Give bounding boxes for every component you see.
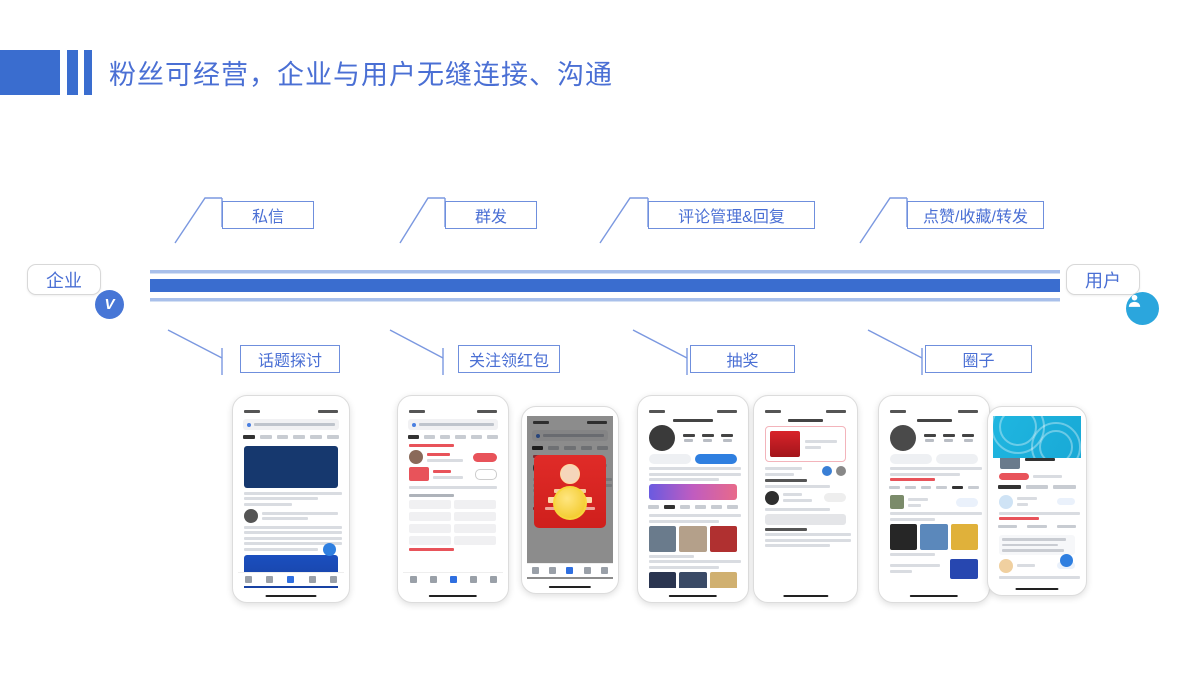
phone-screen — [238, 405, 344, 588]
winner-row[interactable] — [765, 490, 846, 505]
nav-tabs[interactable] — [527, 444, 613, 453]
phone-screen — [993, 416, 1081, 581]
compose-fab[interactable] — [1060, 554, 1073, 567]
content-tabs[interactable] — [643, 503, 743, 512]
phone-profile-video-screen[interactable] — [878, 395, 990, 603]
status-bar — [884, 405, 984, 416]
result-author[interactable] — [244, 508, 338, 523]
profile-header[interactable] — [890, 425, 978, 451]
page-title-text: 粉丝可经营，企业与用户无缝连接、沟通 — [109, 60, 613, 90]
phone-screen — [403, 405, 503, 588]
highlight-card[interactable] — [244, 445, 338, 488]
bottom-toolbar[interactable] — [238, 572, 344, 586]
tag-comment-management[interactable]: 评论管理&回复 — [648, 201, 815, 229]
author-row[interactable] — [890, 495, 978, 509]
phone-brand-search-screen[interactable] — [397, 395, 509, 603]
status-bar — [403, 405, 503, 416]
tag-like-favorite-share[interactable]: 点赞/收藏/转发 — [907, 201, 1044, 229]
media-thumbnails[interactable] — [890, 523, 978, 550]
search-input[interactable] — [243, 419, 339, 430]
account-result[interactable] — [409, 450, 497, 464]
media-thumbnails[interactable] — [649, 525, 737, 552]
compose-fab[interactable] — [323, 543, 336, 556]
comment-block[interactable] — [999, 535, 1075, 555]
promo-banner[interactable] — [649, 484, 737, 500]
status-bar — [759, 405, 852, 416]
tag-circle[interactable]: 圈子 — [925, 345, 1032, 373]
tag-follow-red-packet[interactable]: 关注领红包 — [458, 345, 560, 373]
phone-search-results-screen[interactable] — [232, 395, 350, 603]
search-input[interactable] — [532, 430, 608, 441]
participants-row — [765, 466, 846, 476]
home-indicator — [782, 594, 829, 597]
circle-banner — [993, 416, 1081, 458]
tag-label: 话题探讨 — [257, 353, 322, 370]
status-bar — [238, 405, 344, 416]
tag-label: 评论管理&回复 — [678, 209, 785, 226]
search-input[interactable] — [408, 419, 498, 430]
title-accent-bar-2 — [84, 50, 92, 95]
prize-card[interactable] — [765, 426, 846, 462]
status-bar — [527, 416, 613, 427]
channel-bar — [150, 270, 1060, 302]
suggestion-grid[interactable] — [409, 500, 497, 545]
join-button[interactable] — [765, 513, 846, 525]
person-glyph — [1128, 294, 1141, 307]
home-indicator — [428, 594, 478, 597]
bottom-toolbar[interactable] — [403, 572, 503, 586]
tag-label: 抽奖 — [726, 353, 759, 370]
red-packet-modal[interactable] — [533, 455, 607, 529]
profile-actions[interactable] — [890, 454, 978, 464]
tag-label: 点赞/收藏/转发 — [923, 209, 1028, 226]
phone-red-packet-screen[interactable] — [521, 406, 619, 594]
endpoint-enterprise[interactable]: 企业 — [27, 264, 101, 295]
endpoint-label: 用户 — [1085, 270, 1121, 291]
diagram-connectors — [150, 197, 1060, 375]
profile-header[interactable] — [649, 425, 737, 451]
post-row[interactable] — [999, 494, 1075, 509]
phone-screen — [759, 405, 852, 588]
post-row[interactable] — [890, 558, 978, 579]
verified-badge-label: V — [104, 296, 115, 313]
tag-label: 关注领红包 — [468, 353, 549, 370]
tag-direct-message[interactable]: 私信 — [222, 201, 314, 229]
account-result[interactable] — [409, 467, 497, 481]
connection-diagram: 私信 群发 评论管理&回复 点赞/收藏/转发 话题探讨 关注领红包 抽奖 圈子 … — [27, 197, 1159, 375]
tag-label: 私信 — [251, 209, 284, 226]
phone-screen — [643, 405, 743, 588]
phone-lottery-detail-screen[interactable] — [753, 395, 858, 603]
phone-profile-feed-screen[interactable] — [637, 395, 749, 603]
content-tabs[interactable] — [884, 484, 984, 493]
endpoint-label: 企业 — [46, 270, 82, 291]
nav-tabs[interactable] — [403, 433, 503, 442]
bottom-toolbar[interactable] — [527, 563, 613, 577]
endpoint-user[interactable]: 用户 — [1066, 264, 1140, 295]
home-indicator — [548, 585, 592, 588]
tag-label: 群发 — [474, 209, 507, 226]
page-title: 粉丝可经营，企业与用户无缝连接、沟通 — [0, 50, 613, 95]
title-accent-bar-1 — [67, 50, 78, 95]
status-bar — [643, 405, 743, 416]
title-accent-block — [0, 50, 60, 95]
circle-tabs[interactable] — [993, 483, 1081, 492]
tag-label: 圈子 — [962, 353, 995, 370]
home-indicator — [1015, 587, 1059, 590]
phone-mockup-row — [0, 392, 1200, 617]
phone-screen — [884, 405, 984, 588]
tag-mass-send[interactable]: 群发 — [445, 201, 537, 229]
home-indicator — [668, 594, 718, 597]
open-red-packet-button[interactable] — [553, 485, 587, 520]
home-indicator — [265, 594, 317, 597]
person-icon — [1126, 292, 1159, 325]
profile-actions[interactable] — [649, 454, 737, 464]
tag-lottery[interactable]: 抽奖 — [690, 345, 795, 373]
home-indicator — [909, 594, 959, 597]
verified-badge-icon: V — [95, 290, 124, 319]
phone-screen — [527, 416, 613, 579]
tag-topic-discussion[interactable]: 话题探讨 — [240, 345, 340, 373]
media-thumbnails[interactable] — [649, 571, 737, 588]
phone-community-circle-screen[interactable] — [987, 406, 1087, 596]
nav-tabs[interactable] — [238, 433, 344, 442]
